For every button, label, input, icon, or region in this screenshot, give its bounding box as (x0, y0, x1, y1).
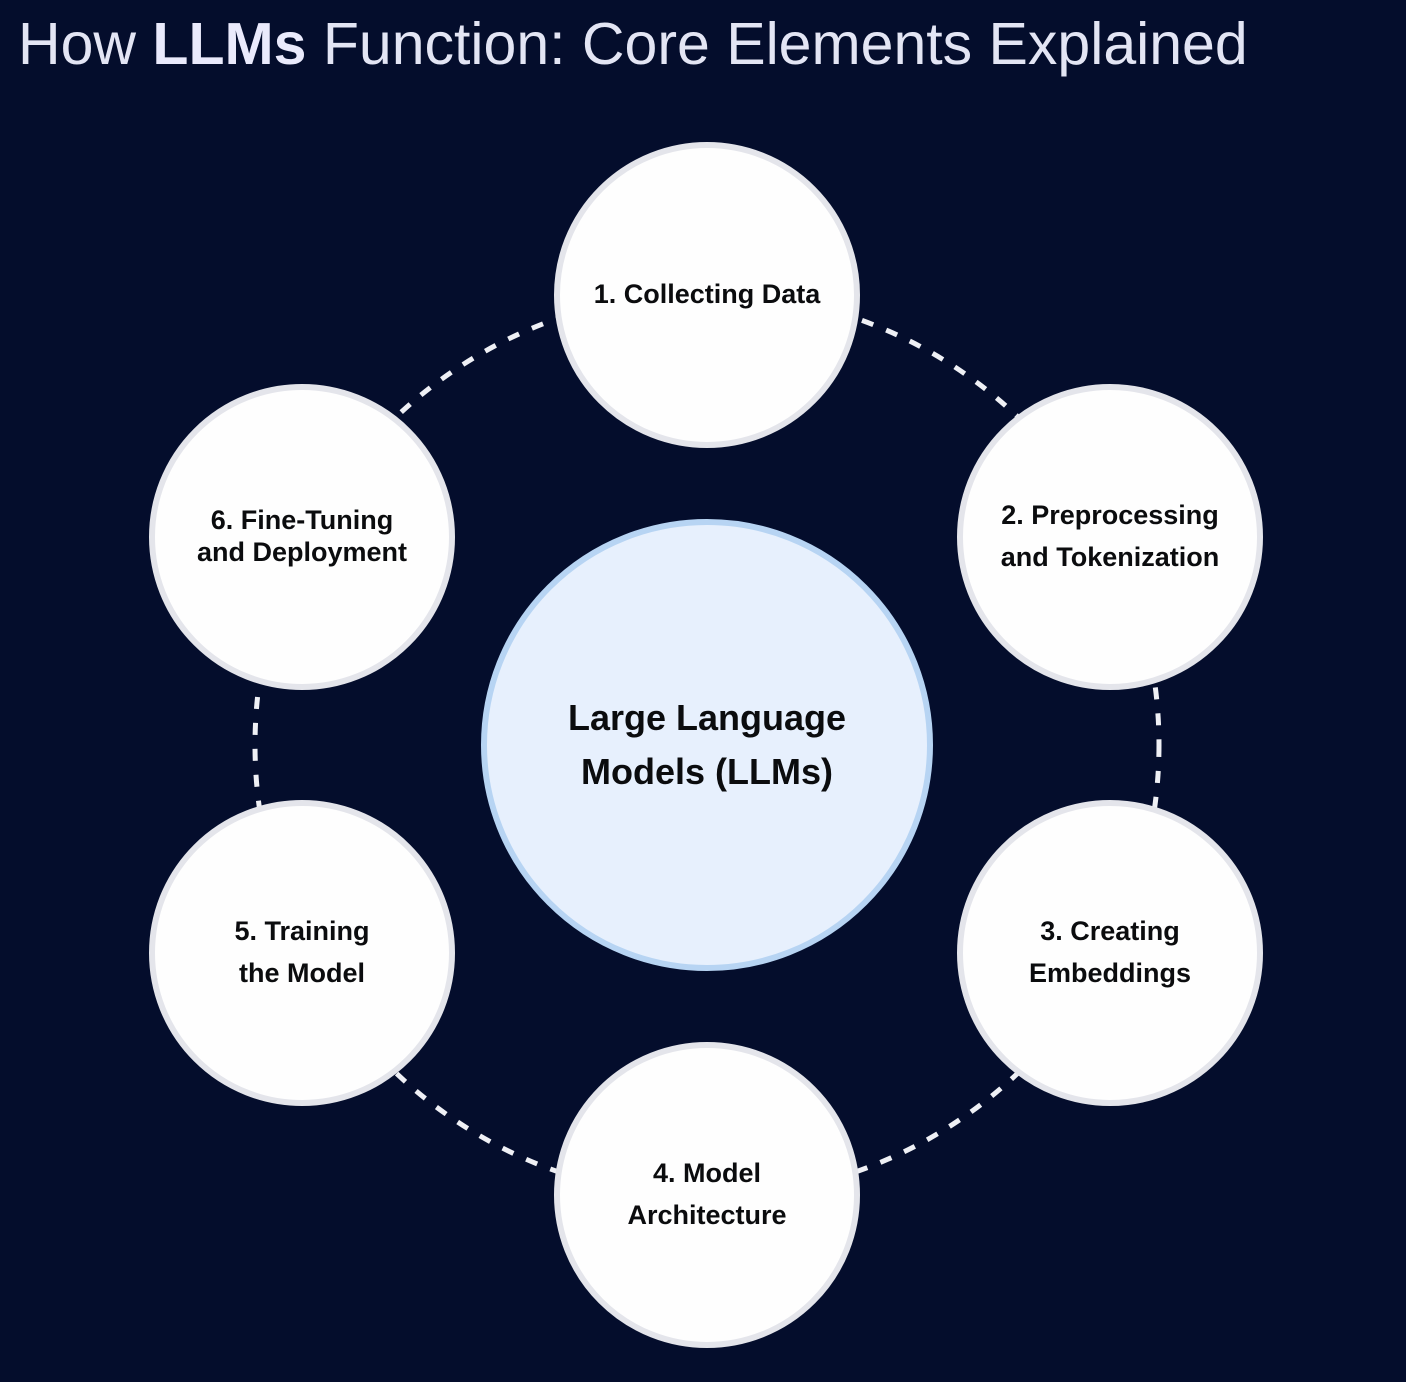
center-node-llm-line1: Large Language (567, 697, 847, 738)
node-creating-embeddings-label: 3. Creating Embeddings (1029, 911, 1191, 995)
node-finetuning-deployment-line1: 6. Fine-Tuning (210, 505, 394, 536)
node-training-model: 5. Training the Model (149, 800, 455, 1106)
node-model-architecture-line1: 4. Model (652, 1158, 761, 1189)
node-training-model-label: 5. Training the Model (234, 911, 369, 995)
node-creating-embeddings-line2: Embeddings (1028, 958, 1191, 988)
node-creating-embeddings: 3. Creating Embeddings (957, 800, 1263, 1106)
node-finetuning-deployment-label: 6. Fine-Tuning and Deployment (197, 505, 407, 569)
title-prefix: How (18, 11, 153, 77)
node-creating-embeddings-line1: 3. Creating (1040, 916, 1180, 947)
node-preprocessing-tokenization: 2. Preprocessing and Tokenization (957, 384, 1263, 690)
node-model-architecture: 4. Model Architecture (554, 1042, 860, 1348)
node-collecting-data: 1. Collecting Data (554, 142, 860, 448)
page-title: How LLMs Function: Core Elements Explain… (18, 10, 1248, 78)
node-training-model-line1: 5. Training (234, 916, 370, 947)
node-training-model-line2: the Model (239, 958, 365, 988)
title-suffix: Function: Core Elements Explained (306, 11, 1248, 77)
center-node-llm-line2: Models (LLMs) (581, 751, 833, 792)
node-model-architecture-label: 4. Model Architecture (627, 1153, 786, 1237)
center-node-llm: Large Language Models (LLMs) (481, 519, 933, 971)
node-finetuning-deployment-line2: and Deployment (196, 537, 408, 567)
center-node-llm-label: Large Language Models (LLMs) (568, 691, 846, 799)
node-preprocessing-tokenization-label: 2. Preprocessing and Tokenization (1001, 495, 1220, 579)
node-preprocessing-tokenization-line1: 2. Preprocessing (1001, 500, 1219, 531)
node-collecting-data-line1: 1. Collecting Data (593, 279, 821, 310)
node-model-architecture-line2: Architecture (627, 1200, 787, 1230)
node-preprocessing-tokenization-line2: and Tokenization (1000, 542, 1220, 572)
node-collecting-data-label: 1. Collecting Data (594, 274, 821, 316)
title-emphasis: LLMs (152, 11, 307, 77)
node-finetuning-deployment: 6. Fine-Tuning and Deployment (149, 384, 455, 690)
